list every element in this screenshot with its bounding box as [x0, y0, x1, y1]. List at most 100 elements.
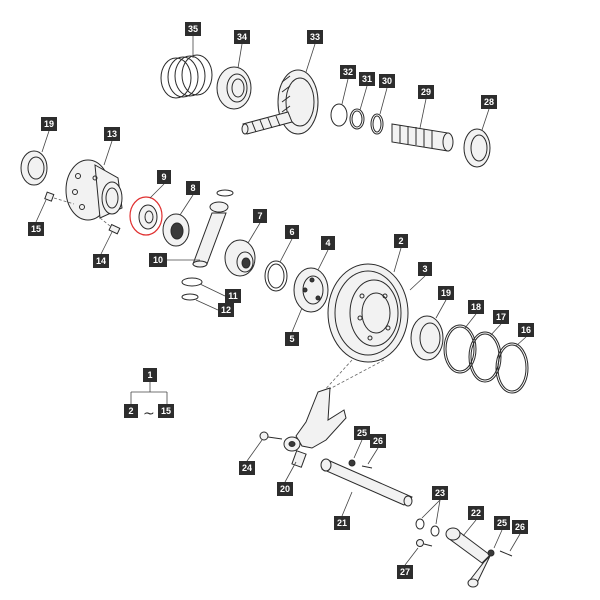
- bolt-part-15: [44, 191, 75, 205]
- callout-25-lower: 25: [494, 516, 510, 530]
- callout-25-upper: 25: [354, 426, 370, 440]
- washer-part-12: [181, 293, 199, 301]
- pinion-gear-part-33: [241, 69, 319, 135]
- callout-18: 18: [468, 300, 484, 314]
- callout-12: 12: [218, 303, 234, 317]
- svg-text:14: 14: [96, 256, 106, 266]
- spring-part-26-upper: [361, 465, 373, 469]
- svg-text:9: 9: [161, 172, 166, 182]
- svg-text:5: 5: [289, 334, 294, 344]
- svg-text:25: 25: [357, 428, 367, 438]
- o-rings-part-23: [415, 518, 440, 537]
- svg-text:13: 13: [107, 129, 117, 139]
- svg-text:7: 7: [257, 211, 262, 221]
- callout-8: 8: [186, 181, 200, 195]
- svg-text:32: 32: [343, 67, 353, 77]
- svg-text:21: 21: [337, 518, 347, 528]
- callout-24: 24: [239, 461, 255, 475]
- svg-text:17: 17: [496, 312, 506, 322]
- callout-20: 20: [277, 482, 293, 496]
- svg-text:33: 33: [310, 32, 320, 42]
- svg-text:24: 24: [242, 463, 252, 473]
- svg-text:25: 25: [497, 518, 507, 528]
- svg-text:23: 23: [435, 488, 445, 498]
- callout-13: 13: [104, 127, 120, 141]
- callout-11: 11: [225, 289, 241, 303]
- leader-lines: [35, 36, 527, 566]
- svg-text:3: 3: [422, 264, 427, 274]
- callout-21: 21: [334, 516, 350, 530]
- callout-15: 15: [28, 222, 44, 236]
- svg-text:19: 19: [441, 288, 451, 298]
- callout-6: 6: [285, 225, 299, 239]
- ring-part-30: [370, 113, 384, 135]
- ring-part-6: [264, 260, 288, 292]
- ring-gear-part-2: [327, 263, 409, 363]
- svg-text:26: 26: [515, 522, 525, 532]
- svg-text:8: 8: [190, 183, 195, 193]
- callout-5: 5: [285, 332, 299, 346]
- callout-27: 27: [397, 565, 413, 579]
- callout-17: 17: [493, 310, 509, 324]
- callout-19-left: 19: [41, 117, 57, 131]
- snap-ring-set-part-35: [160, 54, 213, 99]
- callout-range-end-15: 15: [158, 404, 174, 418]
- bearing-part-34: [216, 66, 252, 110]
- callout-26-lower: 26: [512, 520, 528, 534]
- callout-32: 32: [340, 65, 356, 79]
- svg-text:2: 2: [128, 406, 133, 416]
- bearing-part-5: [293, 267, 329, 313]
- callout-7: 7: [253, 209, 267, 223]
- washer-part-top-11: [216, 189, 234, 197]
- svg-text:29: 29: [421, 87, 431, 97]
- shim-ring-part-16: [495, 342, 529, 394]
- svg-text:15: 15: [31, 224, 41, 234]
- ball-part-25-upper: [348, 459, 356, 467]
- ring-part-31: [349, 108, 365, 130]
- callout-23: 23: [432, 486, 448, 500]
- range-tilde: ~: [143, 406, 155, 422]
- callout-35: 35: [185, 22, 201, 36]
- callout-1: 1: [143, 368, 157, 382]
- callout-3: 3: [418, 262, 432, 276]
- svg-text:2: 2: [398, 236, 403, 246]
- svg-text:28: 28: [484, 97, 494, 107]
- pin-part-14: [99, 217, 121, 235]
- svg-text:31: 31: [362, 74, 372, 84]
- callout-22: 22: [468, 506, 484, 520]
- callout-28: 28: [481, 95, 497, 109]
- svg-text:6: 6: [289, 227, 294, 237]
- callout-16: 16: [518, 323, 534, 337]
- pinion-part-7: [224, 239, 256, 277]
- svg-text:22: 22: [471, 508, 481, 518]
- svg-text:26: 26: [373, 436, 383, 446]
- pin-part-24: [259, 431, 283, 441]
- ball-part-25-lower: [487, 549, 495, 557]
- callout-range-start-2: 2: [124, 404, 138, 418]
- callout-9: 9: [157, 170, 171, 184]
- washer-part-9: [129, 196, 163, 236]
- shim-ring-part-18: [443, 324, 477, 374]
- washer-part-11: [181, 277, 203, 287]
- cross-shaft-part-10: [192, 201, 229, 268]
- svg-text:16: 16: [521, 325, 531, 335]
- splined-shaft-part-29: [391, 123, 454, 152]
- callout-4: 4: [321, 236, 335, 250]
- shift-rod-part-21: [320, 458, 413, 507]
- svg-text:18: 18: [471, 302, 481, 312]
- ball-part-27: [416, 539, 433, 547]
- svg-text:34: 34: [237, 32, 247, 42]
- svg-text:11: 11: [228, 291, 238, 301]
- shim-ring-part-17: [468, 331, 502, 383]
- callout-26-upper: 26: [370, 434, 386, 448]
- svg-text:30: 30: [382, 76, 392, 86]
- svg-text:27: 27: [400, 567, 410, 577]
- callout-2: 2: [394, 234, 408, 248]
- ring-part-32: [330, 103, 348, 127]
- shift-fork-part-20: [283, 387, 347, 468]
- bearing-part-19-right: [410, 315, 444, 361]
- callout-34: 34: [234, 30, 250, 44]
- svg-text:4: 4: [325, 238, 330, 248]
- svg-text:12: 12: [221, 305, 231, 315]
